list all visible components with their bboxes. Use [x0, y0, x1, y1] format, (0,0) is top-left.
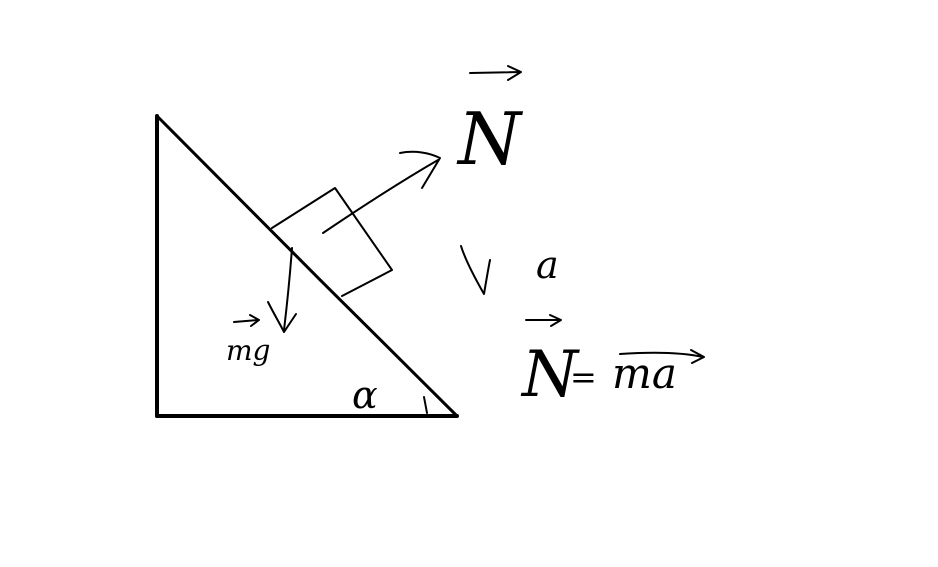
equation-rhs-vector-arrow-icon	[619, 349, 705, 364]
normal-force-shaft	[322, 159, 439, 234]
angle-mark	[423, 396, 428, 414]
normal-force-label: N	[456, 97, 524, 181]
gravity-arrow	[267, 247, 297, 333]
angle-label: α	[352, 373, 378, 417]
equation-equals: =	[570, 358, 597, 396]
block	[271, 187, 393, 297]
gravity-arrowhead	[267, 301, 297, 333]
equation: N = ma	[520, 314, 705, 412]
normal-force-arrowhead	[399, 150, 441, 189]
incline-hypotenuse	[155, 114, 459, 418]
weight-label: mg	[226, 334, 270, 367]
incline	[155, 114, 459, 418]
equation-rhs: ma	[612, 349, 677, 398]
normal-force-vector-arrow-icon	[469, 65, 522, 81]
normal-force-arrow	[322, 150, 441, 234]
weight-label-group: mg	[226, 314, 270, 367]
gravity-shaft	[283, 247, 293, 331]
acceleration-arrow	[460, 245, 491, 295]
equation-lhs: N	[520, 338, 580, 412]
acceleration-label: a	[536, 243, 559, 287]
normal-force-label-group: N	[456, 65, 524, 181]
weight-vector-arrow-icon	[233, 314, 260, 327]
equation-lhs-vector-arrow-icon	[525, 314, 562, 327]
